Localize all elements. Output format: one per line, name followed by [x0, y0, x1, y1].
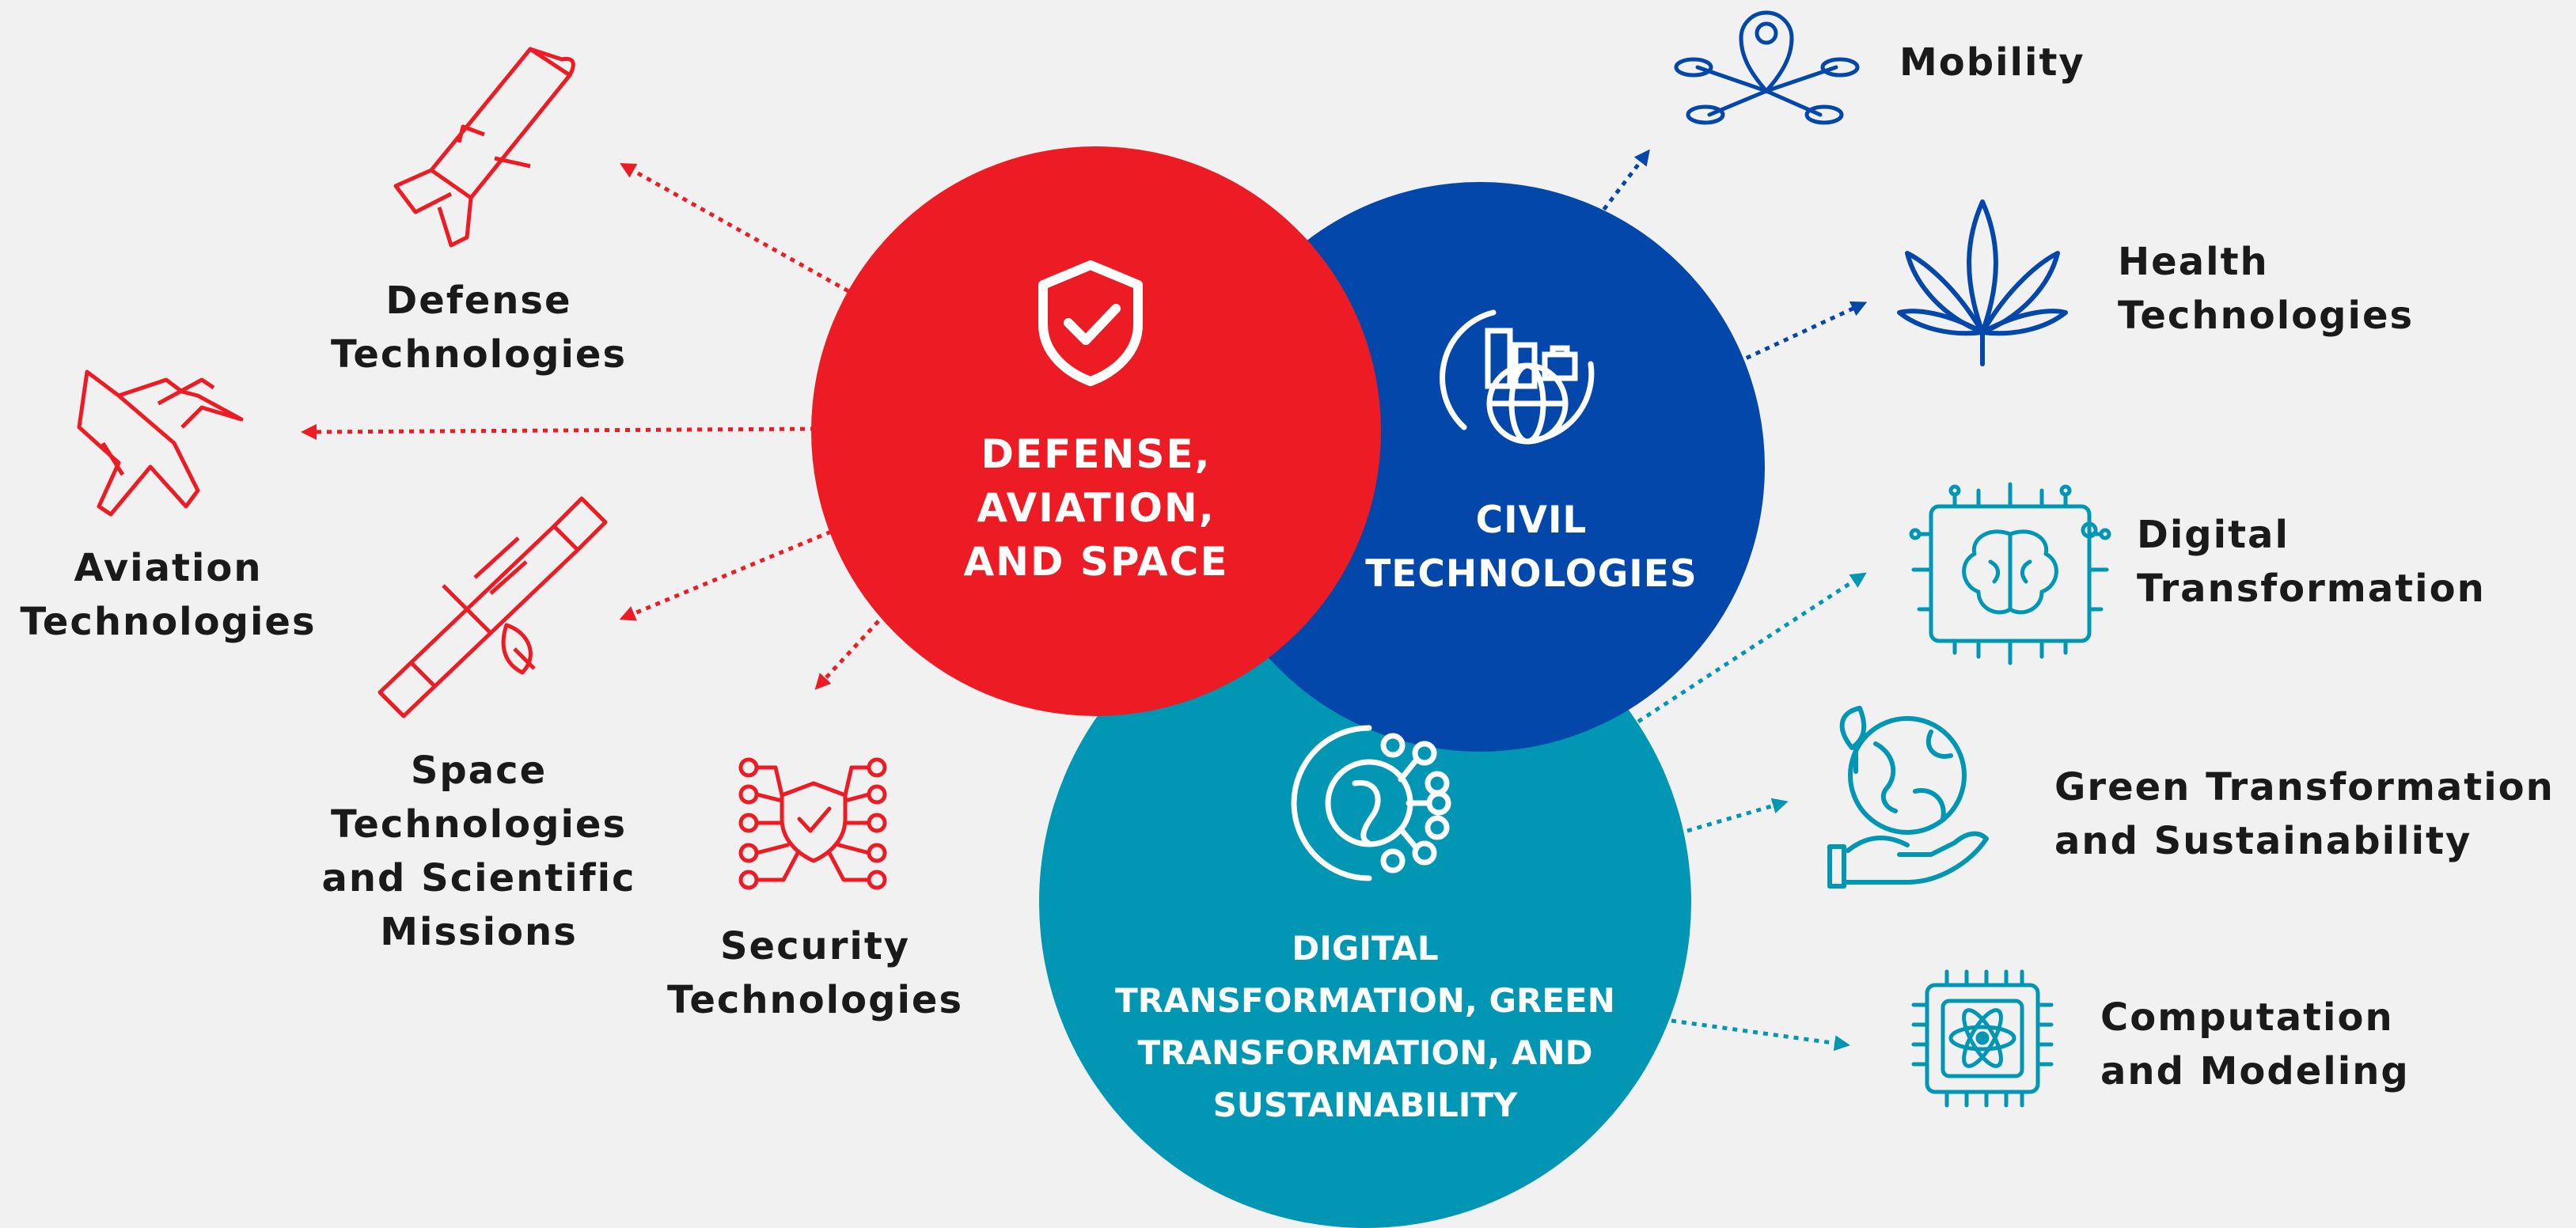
mobility-label: Mobility — [1899, 36, 2085, 89]
defense-hub-label-line: AND SPACE — [963, 539, 1229, 585]
aviation-technologies-label: Aviation Technologies — [0, 541, 336, 649]
label-line: Technologies — [20, 600, 317, 644]
digital-hub-label-line: TRANSFORMATION, GREEN — [1115, 981, 1615, 1020]
defense-hub-circle — [811, 146, 1381, 716]
digital-hub-label-line: TRANSFORMATION, AND — [1137, 1033, 1593, 1072]
defense-arrows — [301, 163, 880, 690]
defense-hub-label-line: DEFENSE, — [981, 431, 1212, 477]
digital-hub-label-line: SUSTAINABILITY — [1212, 1086, 1518, 1124]
arrow-to-space-technologies — [619, 529, 832, 621]
computation-and-modeling-label: Computation and Modeling — [2100, 991, 2410, 1098]
leaf-icon — [1897, 199, 2068, 366]
green-transformation-label: Green Transformation and Sustainability — [2054, 760, 2555, 868]
label-line: and Scientific — [321, 856, 636, 900]
arrow-to-mobility — [1577, 149, 1650, 244]
arrow-to-digital-transformation — [1637, 572, 1867, 724]
label-line: Security — [719, 924, 911, 968]
gear-network-icon — [1291, 725, 1451, 881]
label-line: Transformation — [2137, 567, 2486, 611]
digital-arrows — [1637, 572, 1867, 1052]
label-line: Aviation — [74, 546, 263, 590]
label-line: Green Transformation — [2054, 765, 2555, 809]
location-network-icon — [1674, 10, 1860, 125]
digital-transformation-label: Digital Transformation — [2137, 508, 2486, 616]
label-line: Technologies — [330, 332, 628, 377]
digital-hub-label-line: DIGITAL — [1292, 929, 1439, 968]
civil-hub-label-line: CIVIL — [1475, 498, 1588, 542]
label-line: Defense — [385, 279, 572, 323]
defense-technologies-label: Defense Technologies — [301, 274, 657, 381]
arrow-to-health-technologies — [1736, 301, 1868, 365]
arrow-to-green-transformation — [1686, 798, 1789, 833]
security-technologies-label: Security Technologies — [633, 919, 997, 1027]
label-line: Missions — [380, 910, 578, 954]
civil-hub-label-line: TECHNOLOGIES — [1365, 552, 1698, 596]
label-line: Technologies — [2118, 294, 2415, 338]
label-line: Mobility — [1899, 40, 2085, 85]
city-globe-icon — [1440, 309, 1595, 445]
arrow-to-computation-and-modeling — [1671, 1018, 1850, 1052]
earth-hand-icon — [1827, 706, 1989, 889]
label-line: Technologies — [330, 802, 628, 847]
fighter-jet-icon — [77, 370, 244, 517]
label-line: and Modeling — [2100, 1049, 2410, 1093]
civil-arrows — [1577, 149, 1868, 365]
satellite-icon — [377, 496, 608, 718]
defense-hub-label: DEFENSE, AVIATION, AND SPACE — [894, 427, 1298, 589]
arrow-to-aviation-technologies — [301, 423, 816, 440]
digital-hub-label: DIGITAL TRANSFORMATION, GREEN TRANSFORMA… — [1053, 923, 1678, 1131]
arrow-to-defense-technologies — [620, 163, 850, 294]
security-shield-circuit-icon — [738, 757, 887, 890]
label-line: Computation — [2100, 995, 2394, 1040]
brain-chip-icon — [1909, 482, 2111, 665]
label-line: Space — [410, 749, 548, 793]
shield-check-icon — [1038, 260, 1143, 386]
atom-chip-icon — [1911, 969, 2054, 1108]
health-technologies-label: Health Technologies — [2118, 235, 2414, 343]
label-line: and Sustainability — [2054, 819, 2472, 863]
defense-hub-label-line: AVIATION, — [977, 485, 1216, 531]
space-technologies-label: Space Technologies and Scientific Missio… — [301, 744, 657, 959]
rocket-icon — [393, 47, 575, 248]
label-line: Digital — [2137, 513, 2290, 557]
arrow-to-security-technologies — [814, 620, 880, 690]
label-line: Technologies — [666, 978, 964, 1022]
label-line: Health — [2118, 240, 2269, 284]
civil-hub-label: CIVIL TECHNOLOGIES — [1345, 494, 1717, 601]
